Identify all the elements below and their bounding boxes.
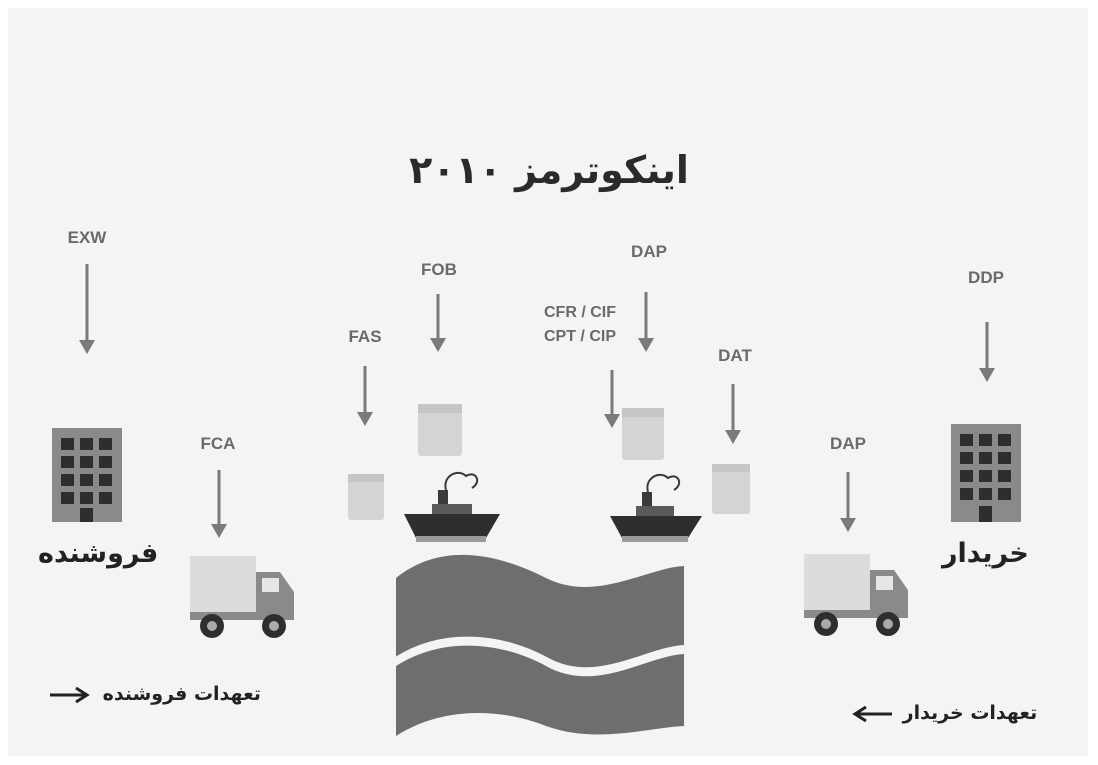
sea-waves-icon xyxy=(396,554,685,736)
cargo-box-icon xyxy=(348,474,384,520)
building-icon xyxy=(52,428,122,522)
down-arrow-icon xyxy=(211,470,227,538)
label-cpt-cip: CPT / CIP xyxy=(543,328,616,345)
down-arrow-icon xyxy=(725,384,741,444)
seller-label: فروشنده xyxy=(38,538,159,569)
cargo-box-icon xyxy=(418,404,462,456)
seller-obligations: تعهدات فروشنده xyxy=(48,683,261,705)
down-arrow-icon xyxy=(604,370,620,428)
down-arrow-icon xyxy=(430,294,446,352)
label-dat: DAT xyxy=(718,346,752,365)
label-fca: FCA xyxy=(200,434,236,453)
left-arrow-icon xyxy=(852,705,892,722)
label-exw: EXW xyxy=(67,228,107,247)
cargo-box-icon xyxy=(712,464,750,514)
down-arrow-icon xyxy=(638,292,654,352)
ship-icon xyxy=(404,471,500,542)
buyer-obligations: تعهدات خریدار xyxy=(852,702,1037,724)
label-cfr-cif: CFR / CIF xyxy=(544,304,616,321)
buyer-label: خریدار xyxy=(942,538,1029,569)
label-fob: FOB xyxy=(421,260,457,279)
building-icon xyxy=(951,424,1021,522)
ship-icon xyxy=(610,473,702,542)
seller-obligations-label: تعهدات فروشنده xyxy=(102,683,261,705)
buyer-obligations-label: تعهدات خریدار xyxy=(902,702,1038,724)
cargo-box-icon xyxy=(622,408,664,460)
down-arrow-icon xyxy=(357,366,373,426)
diagram-title: اینکوترمز ۲۰۱۰ xyxy=(409,148,689,192)
label-dap-truck: DAP xyxy=(830,434,866,453)
truck-icon xyxy=(804,554,908,636)
label-fas: FAS xyxy=(348,327,382,346)
down-arrow-icon xyxy=(79,264,95,354)
down-arrow-icon xyxy=(979,322,995,382)
label-ddp: DDP xyxy=(968,268,1004,287)
truck-icon xyxy=(190,556,294,638)
down-arrow-icon xyxy=(840,472,856,532)
right-arrow-icon xyxy=(50,686,90,703)
label-dap-sea: DAP xyxy=(631,242,667,261)
